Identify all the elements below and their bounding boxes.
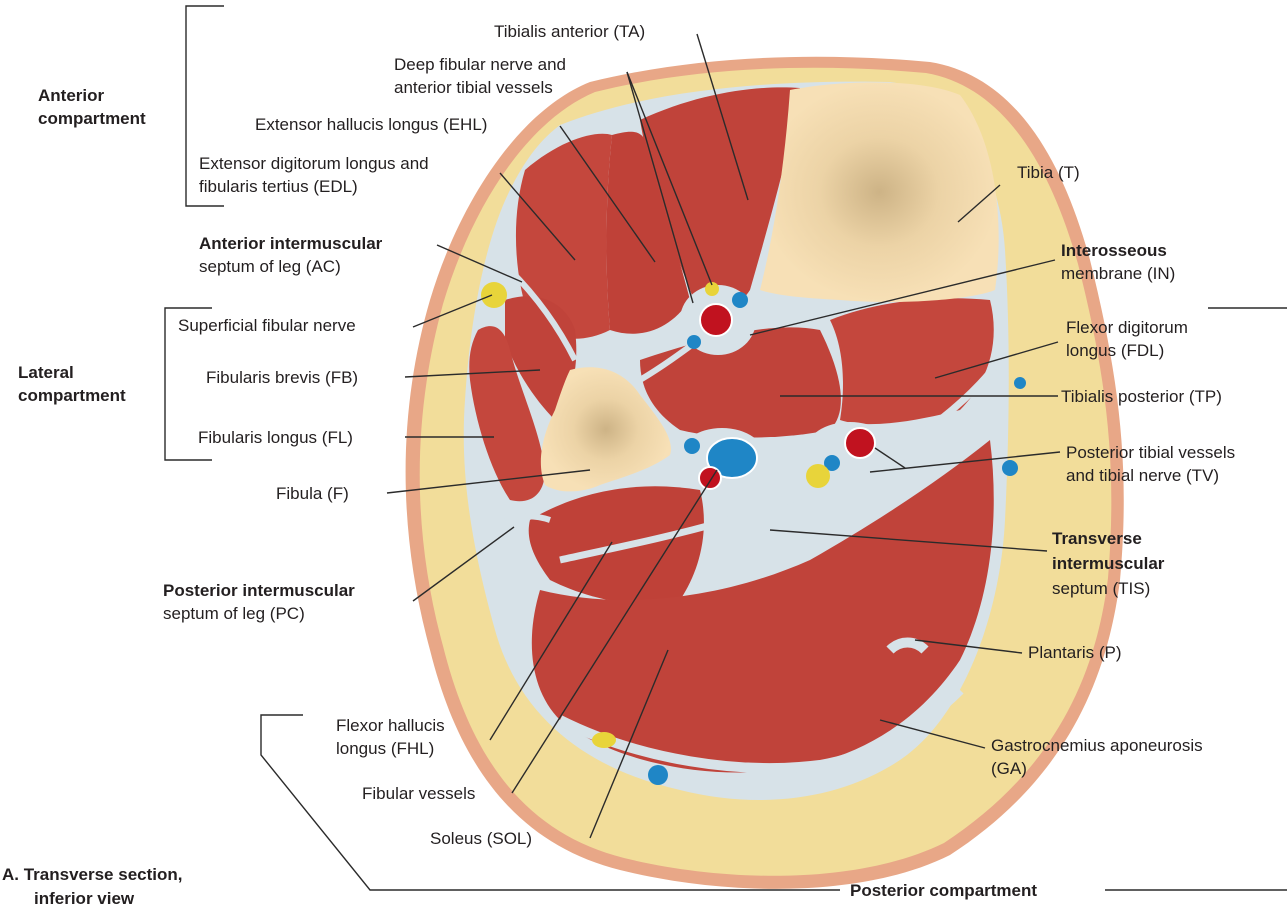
anterior-compartment-bracket bbox=[186, 6, 224, 206]
label-tis-name: septum bbox=[1052, 579, 1108, 598]
label-tibia: Tibia (T) bbox=[1017, 163, 1080, 182]
label-deep-fibular-2: anterior tibial vessels bbox=[394, 78, 553, 97]
label-anterior-septum-abbr: (AC) bbox=[301, 257, 341, 276]
label-fhl-2: longus (FHL) bbox=[336, 739, 434, 758]
label-interosseous-1: Interosseous bbox=[1061, 241, 1167, 260]
fibular-artery bbox=[699, 467, 721, 489]
label-interosseous-name: membrane bbox=[1061, 264, 1142, 283]
fibular-vessel-bundle bbox=[677, 428, 767, 492]
fibular-vein-2 bbox=[684, 438, 700, 454]
label-posterior-septum-1: Posterior intermuscular bbox=[163, 581, 355, 600]
small-saphenous-vein-mark bbox=[648, 765, 668, 785]
label-tibialis-posterior: Tibialis posterior (TP) bbox=[1061, 387, 1222, 406]
posterior-tibial-artery bbox=[845, 428, 875, 458]
label-fibular-vessels: Fibular vessels bbox=[362, 784, 475, 803]
superficial-vein-mark-2 bbox=[1014, 377, 1026, 389]
figure-title-line-2: inferior view bbox=[34, 889, 135, 908]
label-posterior-septum-name: septum of leg bbox=[163, 604, 265, 623]
label-soleus: Soleus (SOL) bbox=[430, 829, 532, 848]
label-anterior-septum-1: Anterior intermuscular bbox=[199, 234, 383, 253]
tibia-bone bbox=[760, 82, 999, 302]
label-tis-2: intermuscular bbox=[1052, 554, 1165, 573]
label-ga-1: Gastrocnemius aponeurosis bbox=[991, 736, 1203, 755]
label-tibialis-anterior: Tibialis anterior (TA) bbox=[494, 22, 645, 41]
label-ehl: Extensor hallucis longus (EHL) bbox=[255, 115, 487, 134]
label-interosseous-2: membrane (IN) bbox=[1061, 264, 1175, 283]
label-fibula-abbr: (F) bbox=[322, 484, 348, 503]
superficial-fibular-nerve-mark bbox=[481, 282, 507, 308]
label-fdl-1: Flexor digitorum bbox=[1066, 318, 1188, 337]
label-fibularis-brevis: Fibularis brevis (FB) bbox=[206, 368, 358, 387]
label-anterior-septum-2: septum of leg (AC) bbox=[199, 257, 341, 276]
label-interosseous-abbr: (IN) bbox=[1142, 264, 1175, 283]
anterior-tibial-artery bbox=[700, 304, 732, 336]
anterior-tibial-vein-2 bbox=[687, 335, 701, 349]
anterior-compartment-label-2: compartment bbox=[38, 109, 146, 128]
label-fhl-1: Flexor hallucis bbox=[336, 716, 445, 735]
label-fibula-name: Fibula bbox=[276, 484, 323, 503]
label-deep-fibular-1: Deep fibular nerve and bbox=[394, 55, 566, 74]
label-edl-1: Extensor digitorum longus and bbox=[199, 154, 429, 173]
label-tibia-abbr: (T) bbox=[1053, 163, 1079, 182]
label-plantaris: Plantaris (P) bbox=[1028, 643, 1122, 662]
lateral-compartment-label-2: compartment bbox=[18, 386, 126, 405]
label-fdl-2: longus (FDL) bbox=[1066, 341, 1164, 360]
label-tis-abbr: (TIS) bbox=[1108, 579, 1151, 598]
posterior-compartment-label: Posterior compartment bbox=[850, 881, 1037, 900]
lateral-compartment-label-1: Lateral bbox=[18, 363, 74, 382]
figure-title-line-1: A. Transverse section, bbox=[2, 865, 182, 884]
tibial-nerve bbox=[806, 464, 830, 488]
label-tibia-name: Tibia bbox=[1017, 163, 1054, 182]
anterior-tibial-vein bbox=[732, 292, 748, 308]
label-fibularis-longus: Fibularis longus (FL) bbox=[198, 428, 353, 447]
label-tis-1: Transverse bbox=[1052, 529, 1142, 548]
label-posterior-septum-2: septum of leg (PC) bbox=[163, 604, 305, 623]
anterior-compartment-label-1: Anterior bbox=[38, 86, 105, 105]
label-posterior-septum-abbr: (PC) bbox=[265, 604, 305, 623]
label-tis-3: septum (TIS) bbox=[1052, 579, 1150, 598]
label-anterior-septum-name: septum of leg bbox=[199, 257, 301, 276]
label-edl-2: fibularis tertius (EDL) bbox=[199, 177, 358, 196]
label-fibula: Fibula (F) bbox=[276, 484, 349, 503]
small-saphenous-nerve-mark bbox=[592, 732, 616, 748]
label-superficial-fibular: Superficial fibular nerve bbox=[178, 316, 356, 335]
superficial-vein-mark bbox=[1002, 460, 1018, 476]
label-ga-2: (GA) bbox=[991, 759, 1027, 778]
label-posterior-tibial-2: and tibial nerve (TV) bbox=[1066, 466, 1219, 485]
label-posterior-tibial-1: Posterior tibial vessels bbox=[1066, 443, 1235, 462]
